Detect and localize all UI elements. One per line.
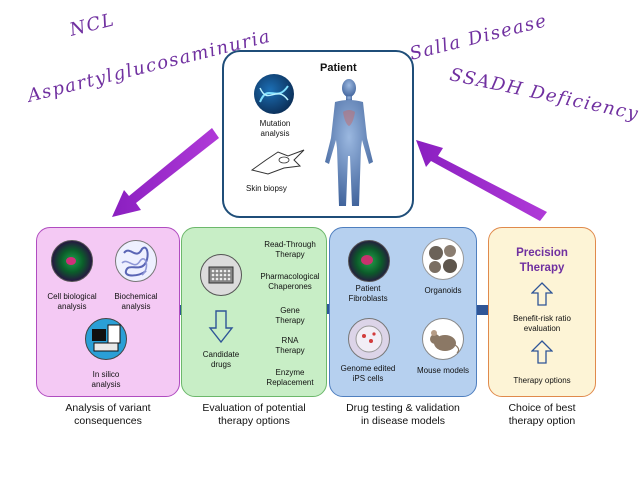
biochemical-label: Biochemical analysis <box>114 292 158 311</box>
mouse-icon <box>422 318 464 360</box>
patient-box: Patient Mutation analysis Skin biopsy <box>222 50 414 218</box>
candidate-drugs-label: Candidate drugs <box>202 350 240 369</box>
organoids-label: Organoids <box>424 286 462 295</box>
protein-structure-icon <box>115 240 157 282</box>
caption-disease-models: Drug testing & validation in disease mod… <box>346 402 460 427</box>
therapy-chaperones: Pharmacological Chaperones <box>260 272 320 291</box>
precision-therapy-title: Precision Therapy <box>516 247 568 274</box>
organoid-icon <box>422 238 464 280</box>
fibroblast-icon <box>348 240 390 282</box>
petri-dish-icon <box>348 318 390 360</box>
panel-therapy-options: Candidate drugs Read-Through Therapy Pha… <box>181 227 327 397</box>
benefit-risk-label: Benefit-risk ratio evaluation <box>513 314 571 333</box>
mutation-analysis-label: Mutation analysis <box>259 119 291 138</box>
therapy-options-label: Therapy options <box>513 376 571 385</box>
fibroblasts-label: Patient Fibroblasts <box>348 284 388 303</box>
human-body-icon <box>325 79 373 206</box>
arrow-to-analysis-icon <box>112 128 219 217</box>
ips-cells-label: Genome edited iPS cells <box>340 364 396 383</box>
dna-icon <box>254 74 294 114</box>
patient-title: Patient <box>320 62 357 74</box>
mouse-models-label: Mouse models <box>416 366 470 375</box>
panel-analysis: Cell biological analysis Biochemical ana… <box>36 227 180 397</box>
therapy-enzyme: Enzyme Replacement <box>266 368 314 387</box>
skin-cell-icon <box>250 149 305 175</box>
drug-plate-icon <box>200 254 242 296</box>
caption-best-therapy: Choice of best therapy option <box>508 402 576 427</box>
in-silico-label: In silico analysis <box>91 370 121 389</box>
therapy-gene: Gene Therapy <box>275 306 305 325</box>
panel-disease-models: Patient Fibroblasts Organoids Genome edi… <box>329 227 477 397</box>
skin-biopsy-label: Skin biopsy <box>246 184 287 193</box>
arrow-to-patient-icon <box>416 140 547 221</box>
cell-microscopy-icon <box>51 240 93 282</box>
therapy-read-through: Read-Through Therapy <box>264 240 316 259</box>
down-arrow-icon <box>208 310 234 344</box>
panel-best-therapy: Precision Therapy Benefit-risk ratio eva… <box>488 227 596 397</box>
up-arrow-icon <box>531 282 553 306</box>
computer-lab-icon <box>85 318 127 360</box>
caption-analysis: Analysis of variant consequences <box>65 402 151 427</box>
up-arrow-icon <box>531 340 553 364</box>
cell-biological-label: Cell biological analysis <box>47 292 97 311</box>
caption-therapy-options: Evaluation of potential therapy options <box>202 402 306 427</box>
therapy-rna: RNA Therapy <box>275 336 305 355</box>
